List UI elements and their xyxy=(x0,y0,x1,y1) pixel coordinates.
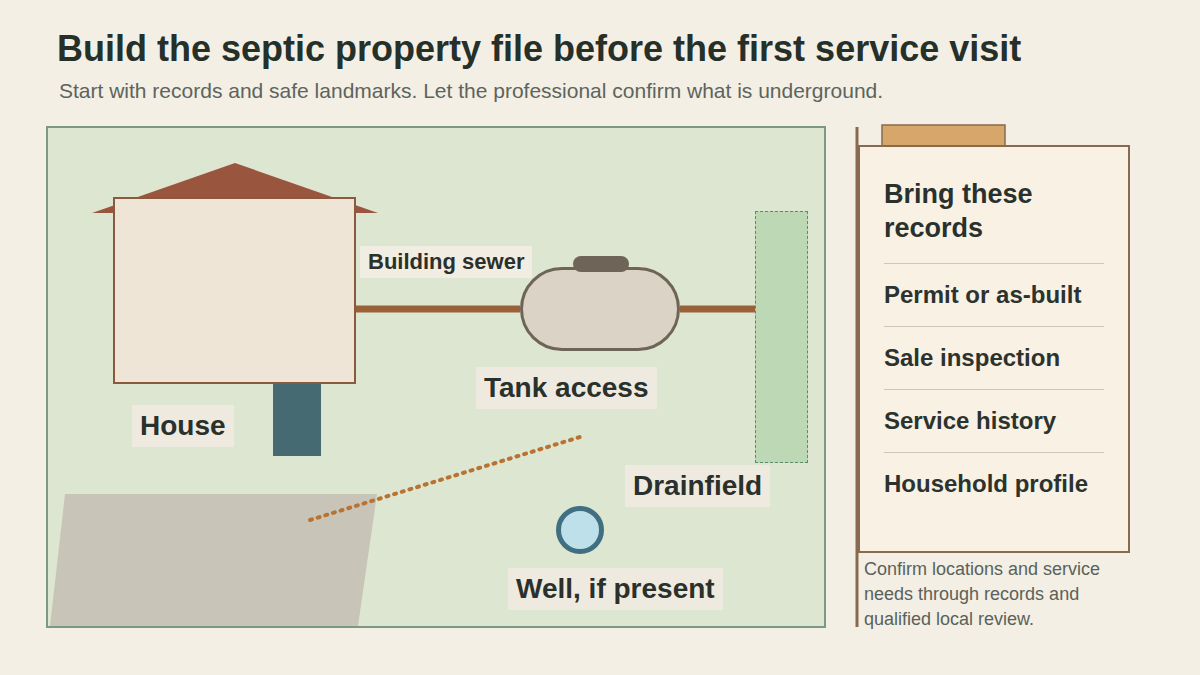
shape-label: Well, if present xyxy=(508,568,723,610)
shape-label: Drainfield xyxy=(625,465,770,507)
edge-label: Building sewer xyxy=(360,246,532,278)
record-item: Sale inspection xyxy=(884,326,1104,389)
record-item: Service history xyxy=(884,389,1104,452)
sewer-pipe xyxy=(356,306,520,313)
card-heading: Bring these records xyxy=(884,177,1104,245)
subtitle: Start with records and safe landmarks. L… xyxy=(59,79,883,103)
septic-tank: Tank access xyxy=(520,267,680,351)
shape-label: House xyxy=(132,405,234,447)
record-item: Household profile xyxy=(884,452,1104,515)
sewer-pipe xyxy=(680,306,755,313)
drainfield-area: Drainfield xyxy=(755,211,808,463)
note: Confirm locations and service needs thro… xyxy=(864,557,1130,632)
house-box: House xyxy=(113,197,356,384)
records-card: Bring these recordsPermit or as-builtSal… xyxy=(858,145,1130,553)
tank-lid xyxy=(573,256,629,272)
well-circle: Well, if present xyxy=(556,506,604,554)
yard-panel xyxy=(47,127,825,627)
title: Build the septic property file before th… xyxy=(57,28,1021,70)
record-item: Permit or as-built xyxy=(884,263,1104,326)
dotted-guide-line xyxy=(310,437,580,520)
house-walkway xyxy=(273,384,321,456)
shape-label: Tank access xyxy=(476,367,657,409)
